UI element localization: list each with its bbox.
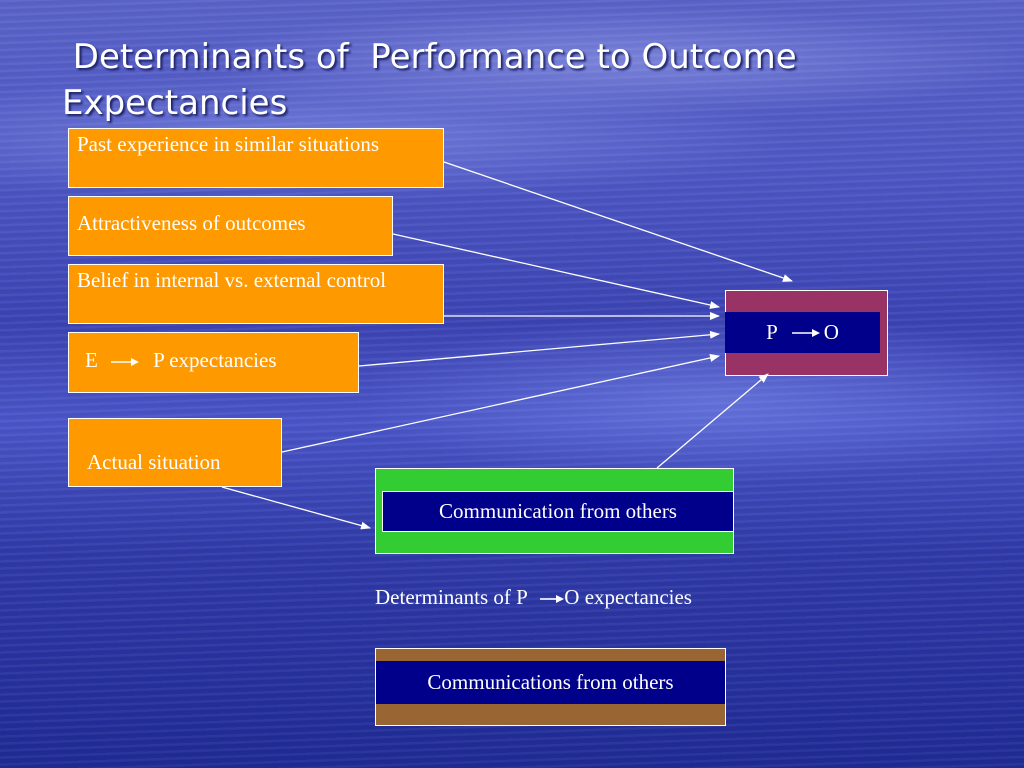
arrow-communication-to-po (656, 373, 769, 469)
arrow-right-icon (791, 328, 820, 337)
ep-right-label: P expectancies (153, 348, 277, 372)
box-attractiveness: Attractiveness of outcomes (68, 196, 393, 256)
arrow-right-icon (111, 358, 140, 367)
box-belief-control: Belief in internal vs. external control (68, 264, 444, 324)
caption-right: O expectancies (564, 585, 692, 609)
box-belief-control-label: Belief in internal vs. external control (77, 268, 387, 292)
box-attractiveness-label: Attractiveness of outcomes (77, 211, 306, 235)
box-communication-inner: Communication from others (382, 491, 734, 532)
po-right-label: O (823, 320, 839, 344)
caption-left: Determinants of P (375, 585, 528, 609)
title-line-1: Determinants of Performance to Outcome (62, 37, 797, 77)
box-communication-label: Communication from others (439, 499, 677, 523)
box-po-outer: P O (725, 290, 888, 376)
box-ep-expectancies: E P expectancies (68, 332, 359, 393)
box-past-experience-label: Past experience in similar situations (77, 132, 380, 156)
legend-communications-outer: Communications from others (375, 648, 726, 726)
legend-communications-label: Communications from others (427, 670, 674, 694)
box-actual-situation: Actual situation (68, 418, 282, 487)
legend-communications-inner: Communications from others (376, 661, 725, 704)
box-actual-situation-label: Actual situation (87, 450, 221, 474)
arrow-past-experience-to-po (443, 161, 793, 282)
title-line-2: Expectancies (62, 83, 288, 123)
box-po-inner: P O (725, 312, 880, 353)
arrow-ep-to-po (358, 330, 720, 367)
slide-title: Determinants of Performance to Outcome E… (62, 34, 962, 126)
arrow-right-icon (540, 595, 565, 604)
po-left-label: P (766, 320, 778, 344)
ep-left-label: E (85, 348, 98, 372)
arrow-actual-situation-to-communication (221, 486, 371, 530)
diagram-caption: Determinants of P O expectancies (375, 585, 692, 610)
box-past-experience: Past experience in similar situations (68, 128, 444, 188)
box-communication-outer: Communication from others (375, 468, 734, 554)
